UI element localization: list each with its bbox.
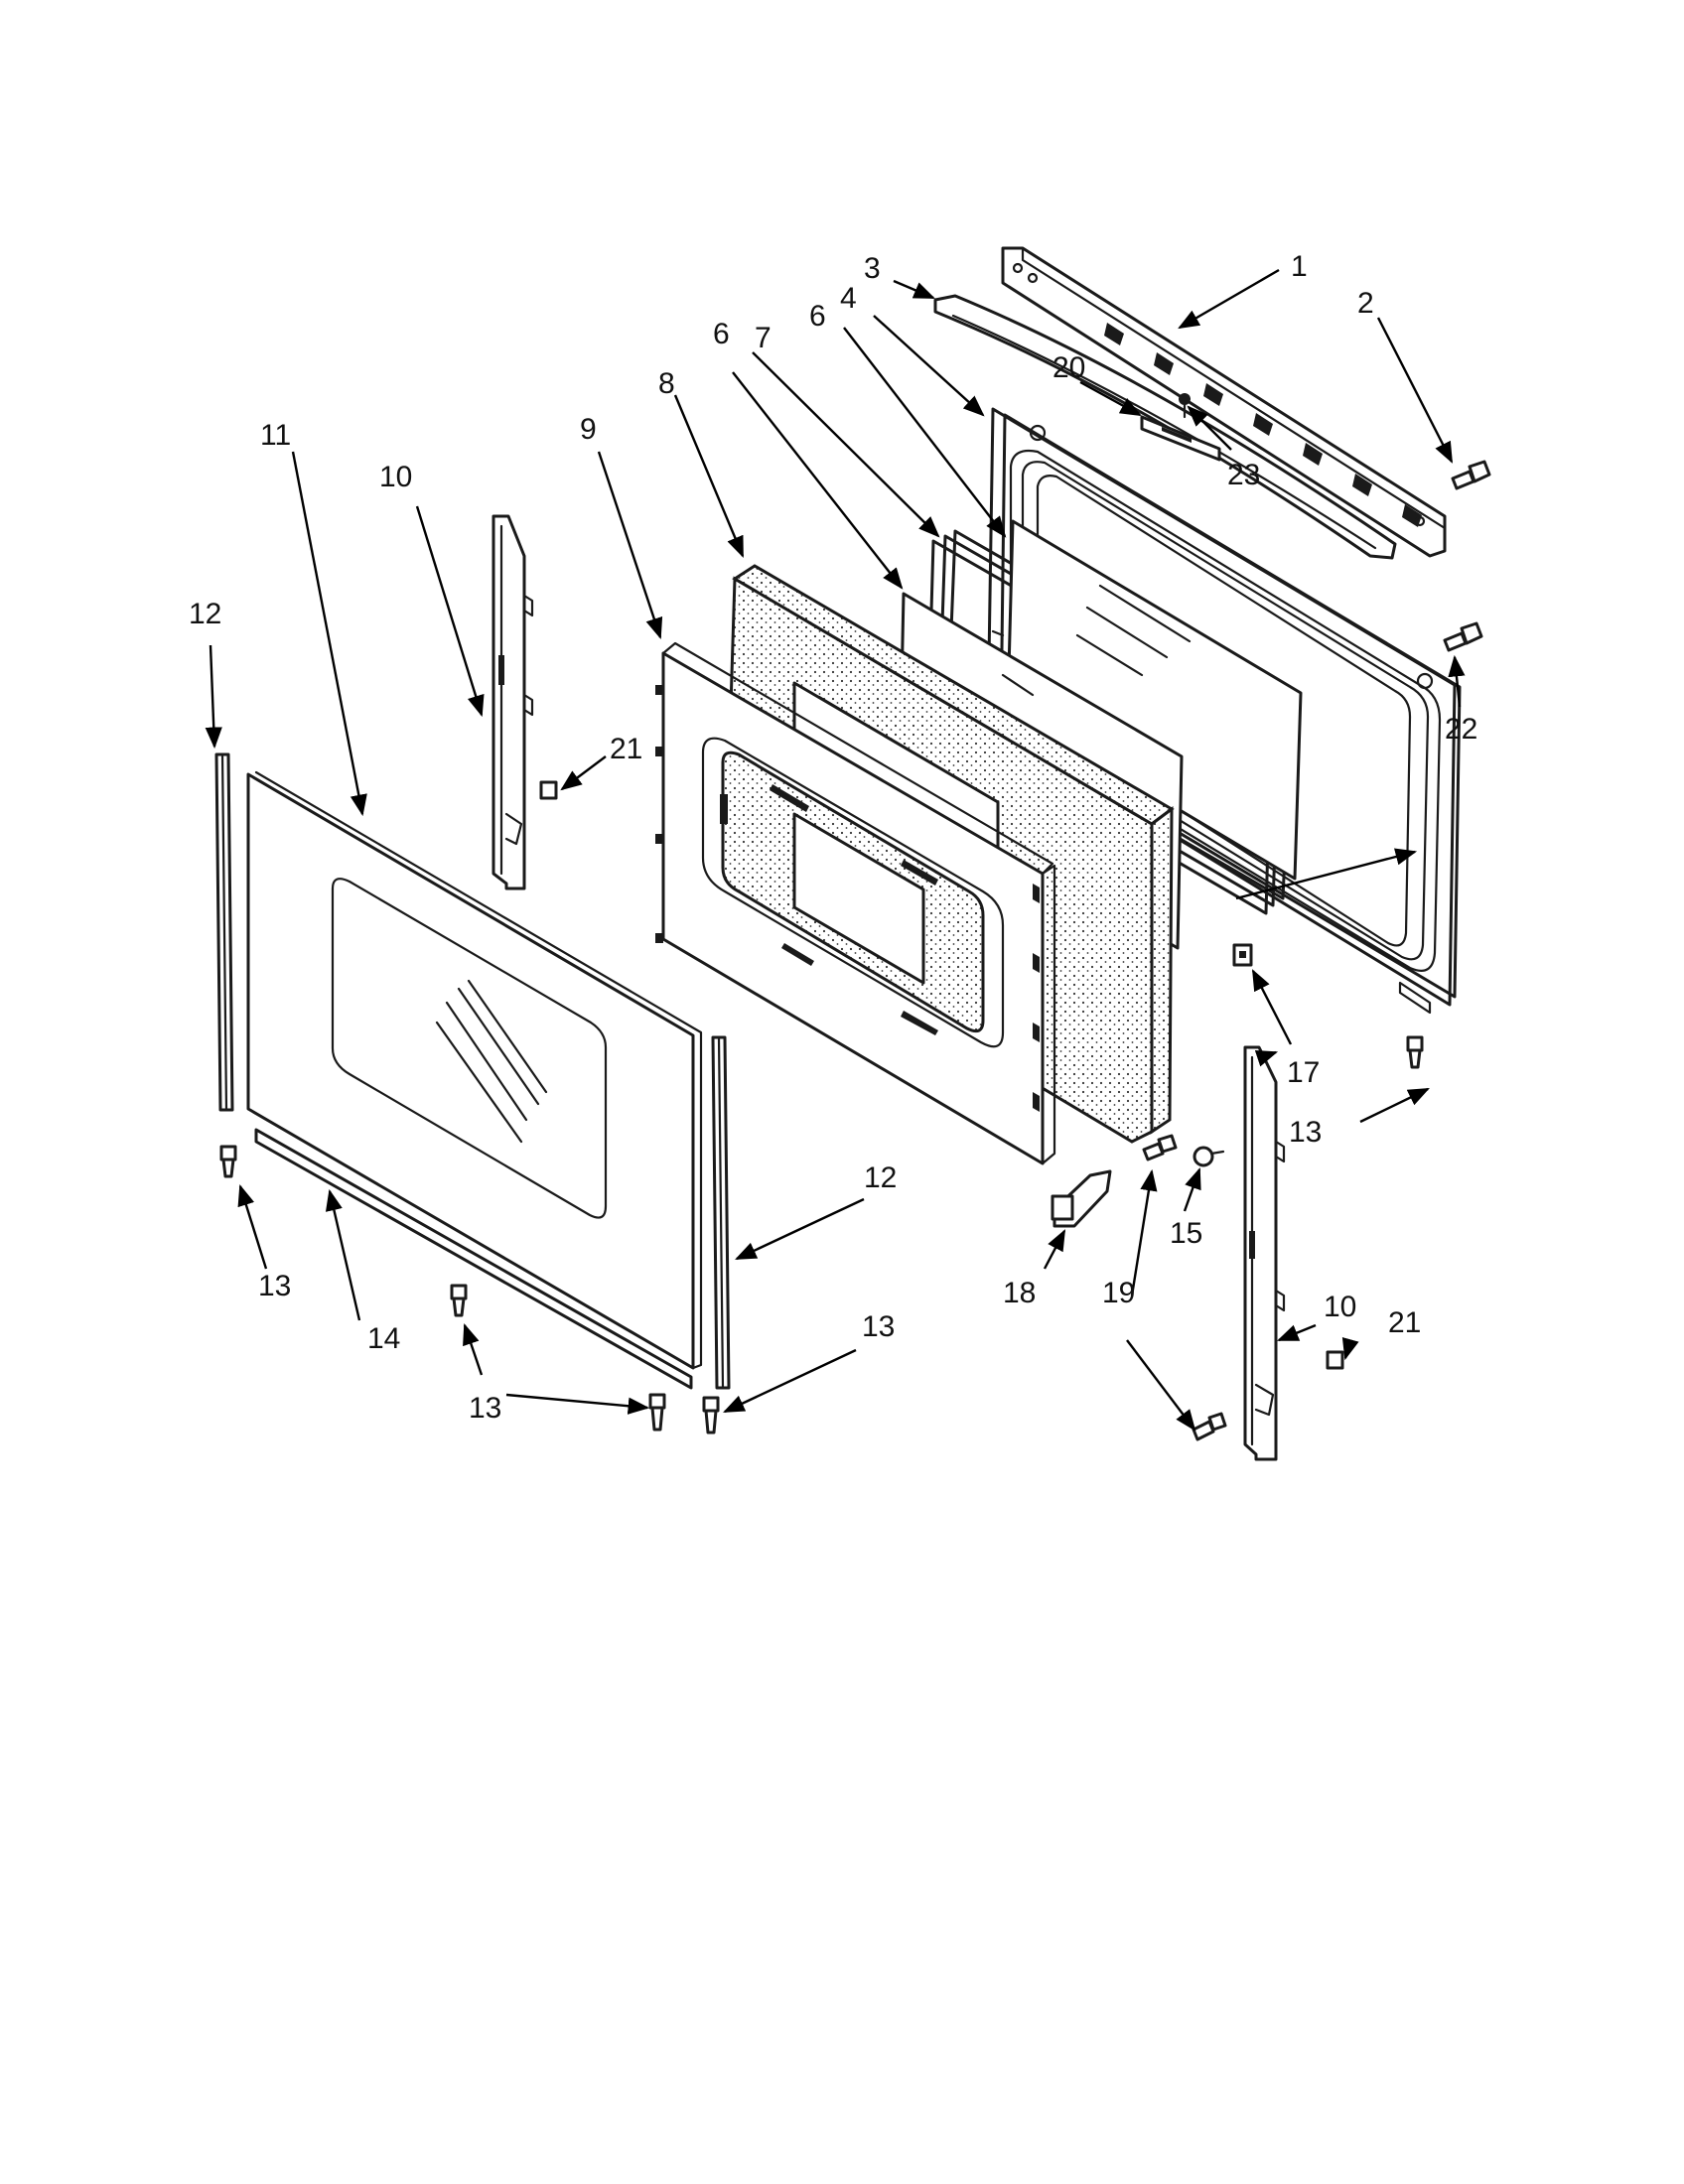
callout-22: 22	[1445, 713, 1477, 746]
bumper-15	[1193, 1146, 1225, 1167]
callout-15: 15	[1170, 1217, 1202, 1250]
clip-17	[1232, 943, 1253, 967]
callout-6a: 6	[809, 300, 826, 333]
side-trim-right	[711, 1035, 731, 1390]
callout-20: 20	[1052, 351, 1085, 384]
side-trim-left	[214, 752, 234, 1112]
callout-13b: 13	[258, 1270, 291, 1302]
door-liner-frame	[655, 641, 1056, 1165]
callout-13a: 13	[1289, 1116, 1322, 1149]
screw-19-upper	[1142, 1134, 1178, 1161]
screw-13-right-upper	[1406, 1035, 1424, 1069]
callout-4: 4	[840, 282, 857, 315]
screw-2	[1451, 460, 1491, 490]
clip-21-right	[1326, 1350, 1344, 1370]
outer-door-panel	[246, 770, 703, 1370]
callout-12a: 12	[189, 598, 221, 630]
callout-7: 7	[755, 322, 772, 354]
screw-13-bottom-b	[702, 1396, 720, 1434]
callout-3: 3	[864, 252, 881, 285]
leader-lines	[205, 268, 1466, 1432]
callout-23: 23	[1227, 459, 1260, 491]
small-screw-23	[1179, 393, 1191, 419]
screw-13-left	[219, 1145, 237, 1178]
clip-21-left	[539, 780, 558, 800]
callout-17: 17	[1287, 1056, 1320, 1089]
callout-1: 1	[1291, 250, 1308, 283]
callout-labels: 1 2 3 4 6 6 7 8 9 10 10 11 12 12 13 13 1…	[189, 250, 1477, 1425]
callout-12b: 12	[864, 1161, 897, 1194]
callout-8: 8	[658, 367, 675, 400]
callout-14: 14	[367, 1322, 400, 1355]
hinge-left	[491, 514, 534, 890]
vent-trim	[1001, 246, 1447, 558]
callout-11: 11	[260, 419, 291, 452]
callout-19: 19	[1102, 1277, 1135, 1309]
callout-18: 18	[1003, 1277, 1036, 1309]
bottom-trim	[254, 1128, 693, 1390]
inner-glass-upper	[1006, 519, 1303, 881]
screw-22	[1443, 621, 1483, 652]
vent-bracket	[1140, 415, 1221, 462]
callout-21b: 21	[1388, 1306, 1421, 1339]
door-handle	[933, 294, 1397, 560]
screw-13-bottom-a	[648, 1393, 666, 1432]
callout-13c: 13	[469, 1392, 501, 1425]
callout-2: 2	[1357, 287, 1374, 320]
callout-10b: 10	[1324, 1291, 1356, 1323]
callout-10a: 10	[379, 461, 412, 493]
callout-9: 9	[580, 413, 597, 446]
callout-13d: 13	[862, 1310, 895, 1343]
screw-13-center	[450, 1284, 468, 1317]
screw-19-lower	[1192, 1412, 1227, 1441]
callout-21a: 21	[610, 733, 642, 765]
callout-6b: 6	[713, 318, 730, 350]
hinge-right	[1243, 1045, 1286, 1461]
bracket-18	[1051, 1169, 1112, 1228]
